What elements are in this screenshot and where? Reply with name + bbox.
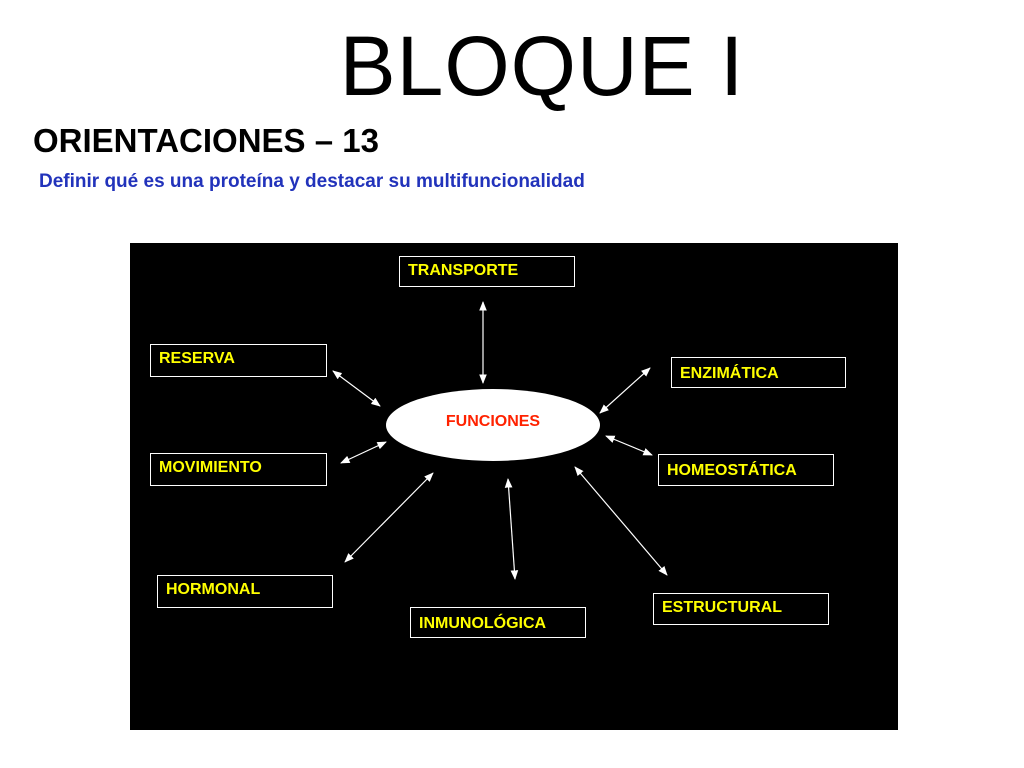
function-box-estructural: ESTRUCTURAL (653, 593, 829, 625)
arrow-enzimatica (599, 367, 651, 414)
arrow-inmunologica (504, 478, 519, 580)
slide-subtitle: ORIENTACIONES – 13 (33, 122, 379, 159)
function-box-movimiento: MOVIMIENTO (150, 453, 327, 486)
center-ellipse (386, 389, 600, 461)
function-box-enzimatica: ENZIMÁTICA (671, 357, 846, 388)
objective-text: Definir qué es una proteína y destacar s… (39, 171, 585, 192)
function-box-hormonal: HORMONAL (157, 575, 333, 608)
center-label: FUNCIONES (445, 413, 541, 430)
arrow-reserva (332, 370, 381, 407)
connector-arrows (332, 301, 668, 580)
function-box-transporte: TRANSPORTE (399, 256, 575, 287)
function-box-reserva: RESERVA (150, 344, 327, 377)
function-box-homeostatica: HOMEOSTÁTICA (658, 454, 834, 486)
arrow-movimiento (340, 441, 387, 464)
function-box-inmunologica: INMUNOLÓGICA (410, 607, 586, 638)
arrow-estructural (574, 466, 668, 576)
protein-functions-diagram: FUNCIONES TRANSPORTE RESERVA ENZIMÁTICA … (130, 243, 898, 730)
arrow-homeostatica (605, 435, 653, 456)
arrow-hormonal (344, 472, 434, 563)
slide-title: BLOQUE I (339, 19, 745, 113)
